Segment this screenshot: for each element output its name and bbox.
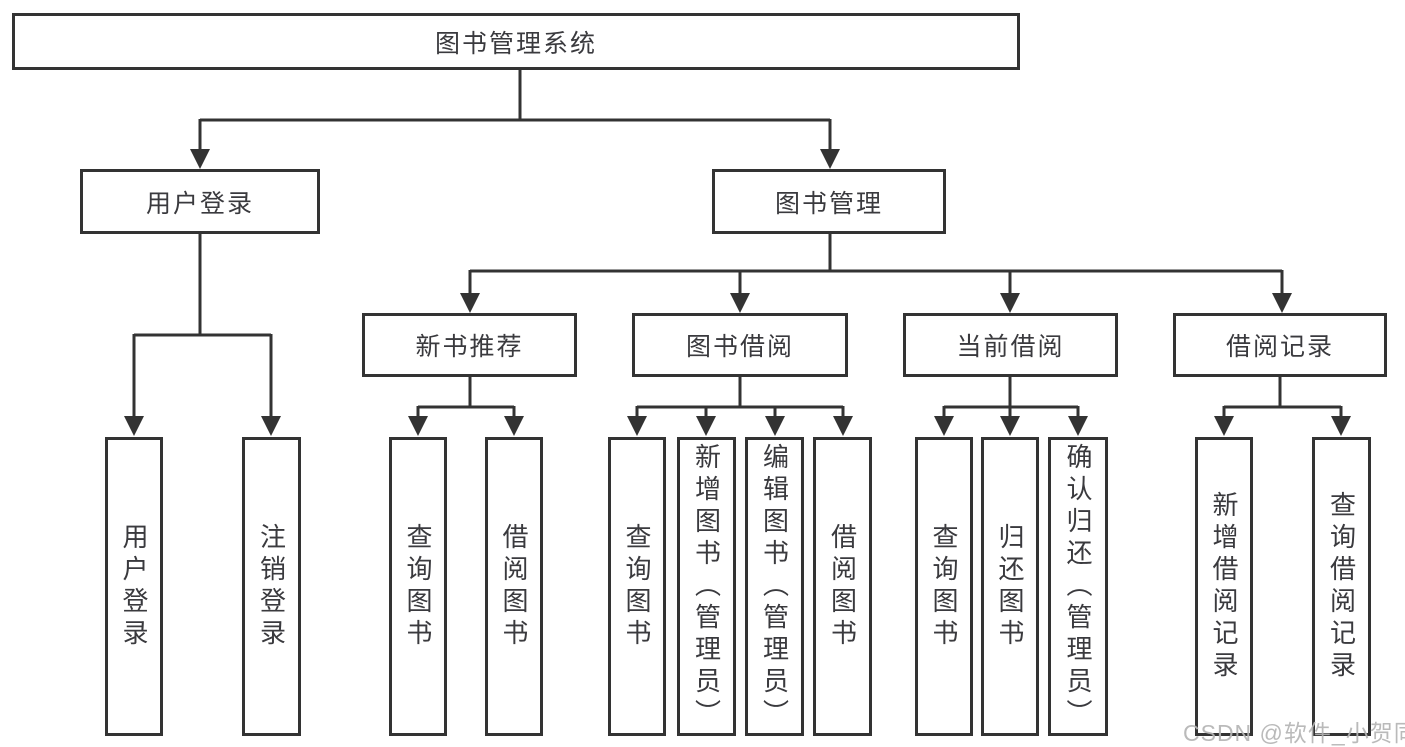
- leaf-label: 借阅图书: [827, 522, 858, 651]
- leaf-label: 确认归还（管理员）: [1063, 442, 1093, 731]
- leaf-confirm-return-admin: 确认归还（管理员）: [1048, 437, 1108, 736]
- node-root-library-system: 图书管理系统: [12, 13, 1020, 70]
- node-book-management: 图书管理: [712, 169, 946, 234]
- leaf-label: 新增图书（管理员）: [691, 442, 722, 731]
- node-book-borrow: 图书借阅: [632, 313, 848, 377]
- csdn-watermark: CSDN @软件_小贺同学: [1183, 720, 1405, 746]
- leaf-label: 注销登录: [256, 522, 287, 651]
- leaf-query-books-current: 查询图书: [915, 437, 973, 736]
- leaf-label: 归还图书: [995, 522, 1025, 651]
- leaf-query-books-borrow: 查询图书: [608, 437, 666, 736]
- node-label: 图书管理: [774, 189, 883, 218]
- leaf-add-borrow-record: 新增借阅记录: [1195, 437, 1253, 736]
- leaf-query-borrow-record: 查询借阅记录: [1312, 437, 1371, 736]
- node-label: 当前借阅: [956, 333, 1065, 361]
- leaf-label: 查询图书: [403, 522, 433, 651]
- node-label: 图书借阅: [685, 333, 794, 361]
- leaf-query-books-recommend: 查询图书: [389, 437, 447, 736]
- leaf-label: 查询图书: [929, 522, 959, 651]
- leaf-borrow-books-recommend: 借阅图书: [485, 437, 543, 736]
- node-label: 新书推荐: [415, 333, 524, 361]
- leaf-edit-books-admin: 编辑图书（管理员）: [745, 437, 804, 736]
- leaf-label: 新增借阅记录: [1209, 490, 1239, 683]
- leaf-return-books: 归还图书: [981, 437, 1039, 736]
- node-new-book-recommend: 新书推荐: [362, 313, 577, 377]
- leaf-user-login: 用户登录: [105, 437, 163, 736]
- leaf-label: 编辑图书（管理员）: [759, 442, 790, 731]
- node-current-borrow: 当前借阅: [903, 313, 1118, 377]
- node-label: 用户登录: [145, 189, 254, 218]
- leaf-label: 借阅图书: [499, 522, 529, 651]
- leaf-label: 查询图书: [622, 522, 652, 651]
- node-label: 图书管理系统: [434, 29, 597, 58]
- leaf-label: 查询借阅记录: [1326, 490, 1357, 683]
- leaf-label: 用户登录: [119, 522, 149, 651]
- node-borrow-records: 借阅记录: [1173, 313, 1387, 377]
- node-label: 借阅记录: [1225, 333, 1334, 361]
- leaf-logout: 注销登录: [242, 437, 301, 736]
- node-user-login: 用户登录: [80, 169, 320, 234]
- leaf-add-books-admin: 新增图书（管理员）: [677, 437, 736, 736]
- leaf-borrow-books: 借阅图书: [813, 437, 872, 736]
